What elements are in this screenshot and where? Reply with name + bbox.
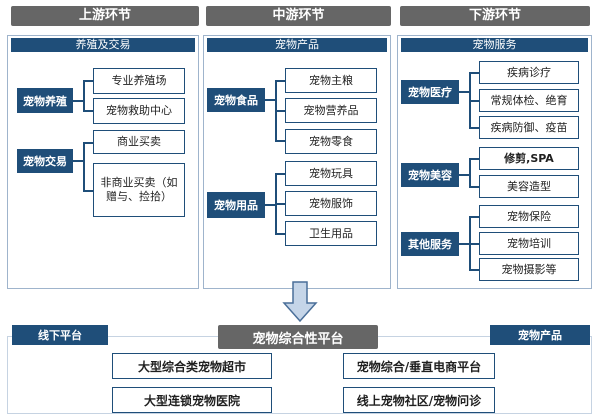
connector — [73, 100, 83, 102]
midstream-section-header: 宠物产品 — [207, 38, 387, 52]
connector — [83, 110, 93, 112]
connector — [459, 243, 469, 245]
connector — [275, 80, 285, 82]
connector — [275, 110, 285, 112]
leaf-vaccine: 疾病防御、疫苗 — [479, 116, 579, 139]
connector — [265, 99, 275, 101]
upstream-frame — [7, 35, 199, 289]
leaf-professional-breeding: 专业养殖场 — [93, 68, 185, 94]
upstream-header: 上游环节 — [11, 6, 199, 26]
connector — [469, 269, 479, 271]
connector — [265, 204, 275, 206]
connector — [83, 80, 93, 82]
connector — [83, 190, 93, 192]
connector — [83, 80, 85, 112]
category-pet-supplies: 宠物用品 — [207, 192, 265, 218]
connector — [469, 72, 479, 74]
connector — [469, 186, 479, 188]
connector — [83, 142, 93, 144]
category-pet-trading: 宠物交易 — [17, 149, 73, 173]
box-online-community: 线上宠物社区/宠物问诊 — [343, 387, 495, 413]
connector — [469, 216, 479, 218]
leaf-training: 宠物培训 — [479, 232, 579, 255]
upstream-section-header: 养殖及交易 — [11, 38, 195, 52]
leaf-apparel: 宠物服饰 — [285, 191, 377, 216]
leaf-insurance: 宠物保险 — [479, 205, 579, 228]
connector — [73, 160, 83, 162]
box-pet-supermarket: 大型综合类宠物超市 — [112, 353, 272, 379]
leaf-commercial-trade: 商业买卖 — [93, 130, 185, 154]
connector — [469, 158, 479, 160]
leaf-nutrition: 宠物营养品 — [285, 98, 377, 123]
connector — [469, 243, 479, 245]
category-other-services: 其他服务 — [401, 232, 459, 256]
leaf-noncommercial-trade: 非商业买卖（如赠与、捡拾） — [93, 163, 185, 217]
leaf-pet-rescue-center: 宠物救助中心 — [93, 98, 185, 124]
integrated-platform-label: 宠物综合性平台 — [218, 325, 378, 349]
connector — [459, 174, 469, 176]
leaf-staple-food: 宠物主粮 — [285, 68, 377, 93]
downstream-header: 下游环节 — [400, 6, 590, 26]
leaf-snacks: 宠物零食 — [285, 129, 377, 154]
downstream-frame — [397, 35, 592, 289]
downstream-section-header: 宠物服务 — [401, 38, 588, 52]
connector — [275, 173, 285, 175]
leaf-checkup: 常规体检、绝育 — [479, 89, 579, 112]
category-pet-food: 宠物食品 — [207, 88, 265, 112]
product-platform-label: 宠物产品 — [490, 325, 590, 345]
connector — [469, 158, 471, 188]
box-chain-hospital: 大型连锁宠物医院 — [112, 387, 272, 413]
connector — [83, 142, 85, 192]
category-pet-medical: 宠物医疗 — [401, 80, 459, 104]
leaf-hygiene: 卫生用品 — [285, 221, 377, 246]
connector — [275, 140, 285, 142]
leaf-styling: 美容造型 — [479, 175, 579, 198]
category-pet-breeding: 宠物养殖 — [17, 88, 73, 113]
leaf-photography: 宠物摄影等 — [479, 258, 579, 281]
connector — [469, 127, 479, 129]
leaf-diagnosis: 疾病诊疗 — [479, 61, 579, 84]
connector — [459, 91, 469, 93]
leaf-trim-spa: 修剪,SPA — [479, 147, 579, 170]
midstream-header: 中游环节 — [206, 6, 391, 26]
category-pet-grooming: 宠物美容 — [401, 163, 459, 187]
down-arrow-icon — [282, 281, 318, 323]
leaf-toys: 宠物玩具 — [285, 161, 377, 186]
box-ecommerce: 宠物综合/垂直电商平台 — [343, 353, 495, 379]
connector — [275, 203, 285, 205]
connector — [275, 233, 285, 235]
connector — [469, 100, 479, 102]
offline-platform-label: 线下平台 — [12, 325, 108, 345]
